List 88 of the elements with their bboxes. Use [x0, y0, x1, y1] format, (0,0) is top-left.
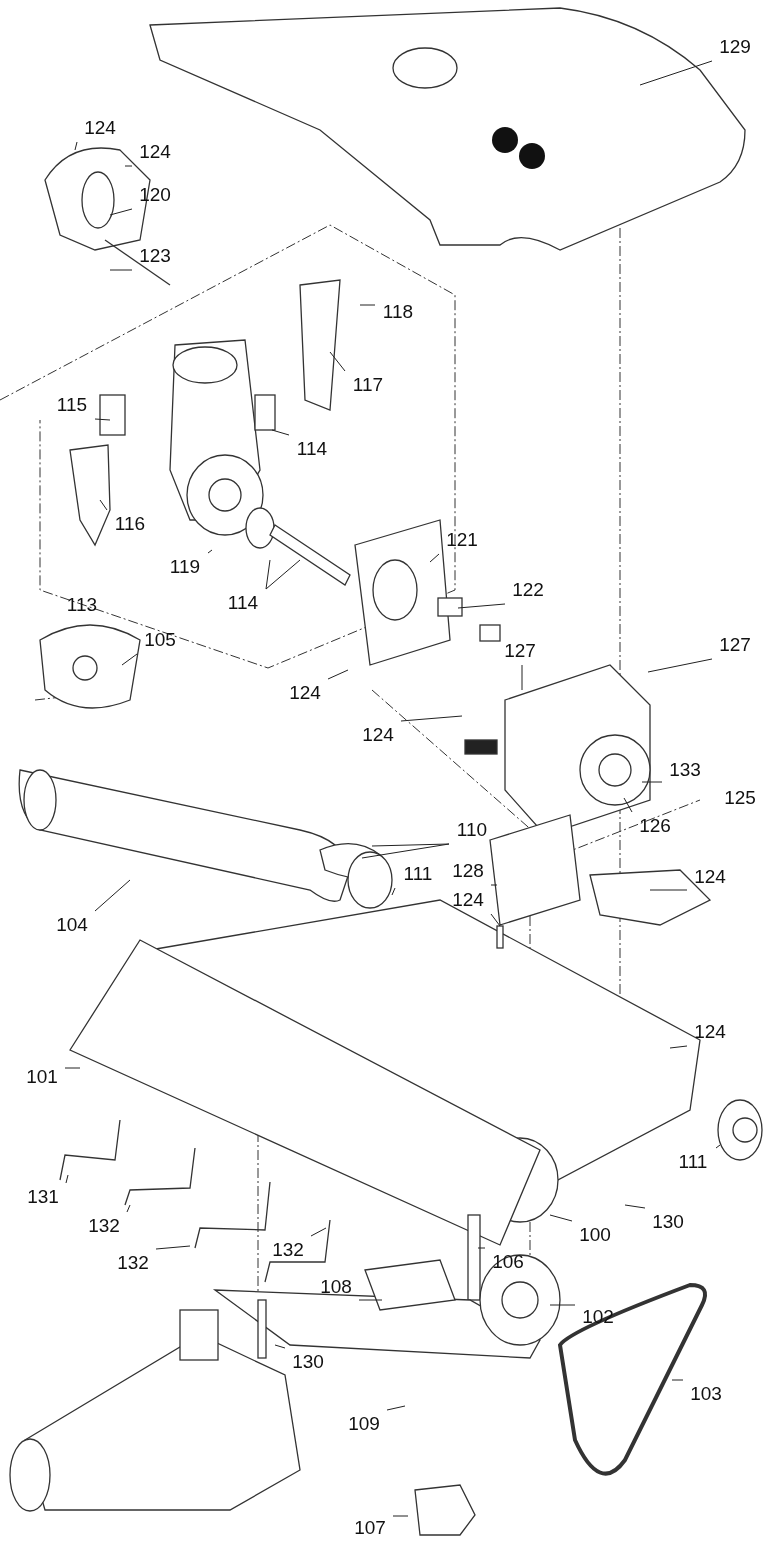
- leader-line: [327, 669, 349, 680]
- callout-number: 103: [687, 1383, 725, 1405]
- leader-line: [429, 553, 440, 563]
- callout-number: 127: [716, 634, 754, 656]
- callout-number: 104: [53, 914, 91, 936]
- leader-line: [647, 658, 713, 673]
- leader-line: [265, 559, 271, 590]
- callout-number: 108: [317, 1276, 355, 1298]
- callout-number: 116: [111, 513, 149, 535]
- callout-number: 124: [691, 1021, 729, 1043]
- callout-number: 114: [293, 438, 331, 460]
- leader-line: [521, 664, 523, 691]
- leader-line: [371, 843, 450, 847]
- leader-line: [671, 1379, 684, 1381]
- callout-number: 123: [136, 245, 174, 267]
- leader-line: [207, 549, 213, 554]
- leader-line: [477, 1247, 486, 1249]
- leader-line: [271, 429, 290, 436]
- leader-line: [641, 781, 663, 783]
- callout-number: 117: [349, 374, 387, 396]
- leader-line: [624, 1204, 646, 1209]
- callout-number: 101: [23, 1066, 61, 1088]
- callout-number: 113: [65, 594, 99, 616]
- leader-line: [386, 1405, 406, 1411]
- leader-line: [623, 797, 633, 813]
- leader-line: [155, 1245, 191, 1250]
- callout-number: 100: [576, 1224, 614, 1246]
- callout-number: 124: [359, 724, 397, 746]
- leader-line: [358, 1299, 383, 1301]
- callout-number: 124: [81, 117, 119, 139]
- leader-line: [400, 715, 463, 722]
- callout-number: 121: [443, 529, 481, 551]
- callout-number: 124: [691, 866, 729, 888]
- callout-number: 111: [674, 1151, 712, 1173]
- callout-number: 115: [53, 394, 91, 416]
- callout-number: 111: [399, 863, 437, 885]
- leader-line: [124, 165, 133, 167]
- leader-line: [391, 887, 396, 896]
- callout-number: 132: [85, 1215, 123, 1237]
- leader-line: [109, 208, 133, 216]
- callout-number: 107: [351, 1517, 389, 1539]
- callout-number: 124: [286, 682, 324, 704]
- callout-number: 130: [649, 1211, 687, 1233]
- callout-number: 124: [449, 889, 487, 911]
- callout-number: 114: [224, 592, 262, 614]
- leader-line: [549, 1304, 576, 1306]
- leader-line: [65, 1174, 69, 1184]
- leader-line: [64, 1067, 81, 1069]
- callout-number: 130: [289, 1351, 327, 1373]
- callout-number: 110: [453, 819, 491, 841]
- callout-number: 133: [666, 759, 704, 781]
- leader-line: [310, 1227, 327, 1237]
- leader-line: [392, 1515, 409, 1517]
- leader-line: [715, 1144, 721, 1149]
- leader-line: [121, 653, 138, 666]
- callout-number: 132: [269, 1239, 307, 1261]
- leader-line: [99, 499, 108, 511]
- callout-number: 102: [579, 1306, 617, 1328]
- callout-number: 128: [449, 860, 487, 882]
- callout-number: 127: [501, 640, 539, 662]
- callout-number: 109: [345, 1413, 383, 1435]
- callout-number: 125: [723, 787, 757, 809]
- callout-number: 131: [24, 1186, 62, 1208]
- leader-line: [94, 418, 111, 421]
- leader-line: [361, 843, 450, 859]
- leader-line: [74, 141, 78, 151]
- leader-line: [457, 603, 506, 609]
- leader-line: [126, 1204, 131, 1213]
- callout-number: 126: [636, 815, 674, 837]
- leader-line: [274, 1344, 286, 1349]
- callout-number: 105: [141, 629, 179, 651]
- leader-line: [549, 1214, 573, 1222]
- leader-line: [649, 889, 688, 891]
- leader-line: [109, 269, 133, 271]
- callout-number: 124: [136, 141, 174, 163]
- leader-line: [490, 913, 501, 927]
- leader-line: [490, 884, 498, 886]
- leader-line: [639, 60, 713, 86]
- callout-number: 132: [114, 1252, 152, 1274]
- leader-line: [669, 1045, 688, 1049]
- callout-number: 129: [716, 36, 754, 58]
- leader-line: [329, 351, 346, 372]
- leader-line: [265, 559, 301, 590]
- callout-number: 118: [379, 301, 417, 323]
- callout-number: 122: [509, 579, 547, 601]
- callout-number: 119: [166, 556, 204, 578]
- leader-line: [359, 304, 376, 306]
- leader-line: [94, 879, 131, 912]
